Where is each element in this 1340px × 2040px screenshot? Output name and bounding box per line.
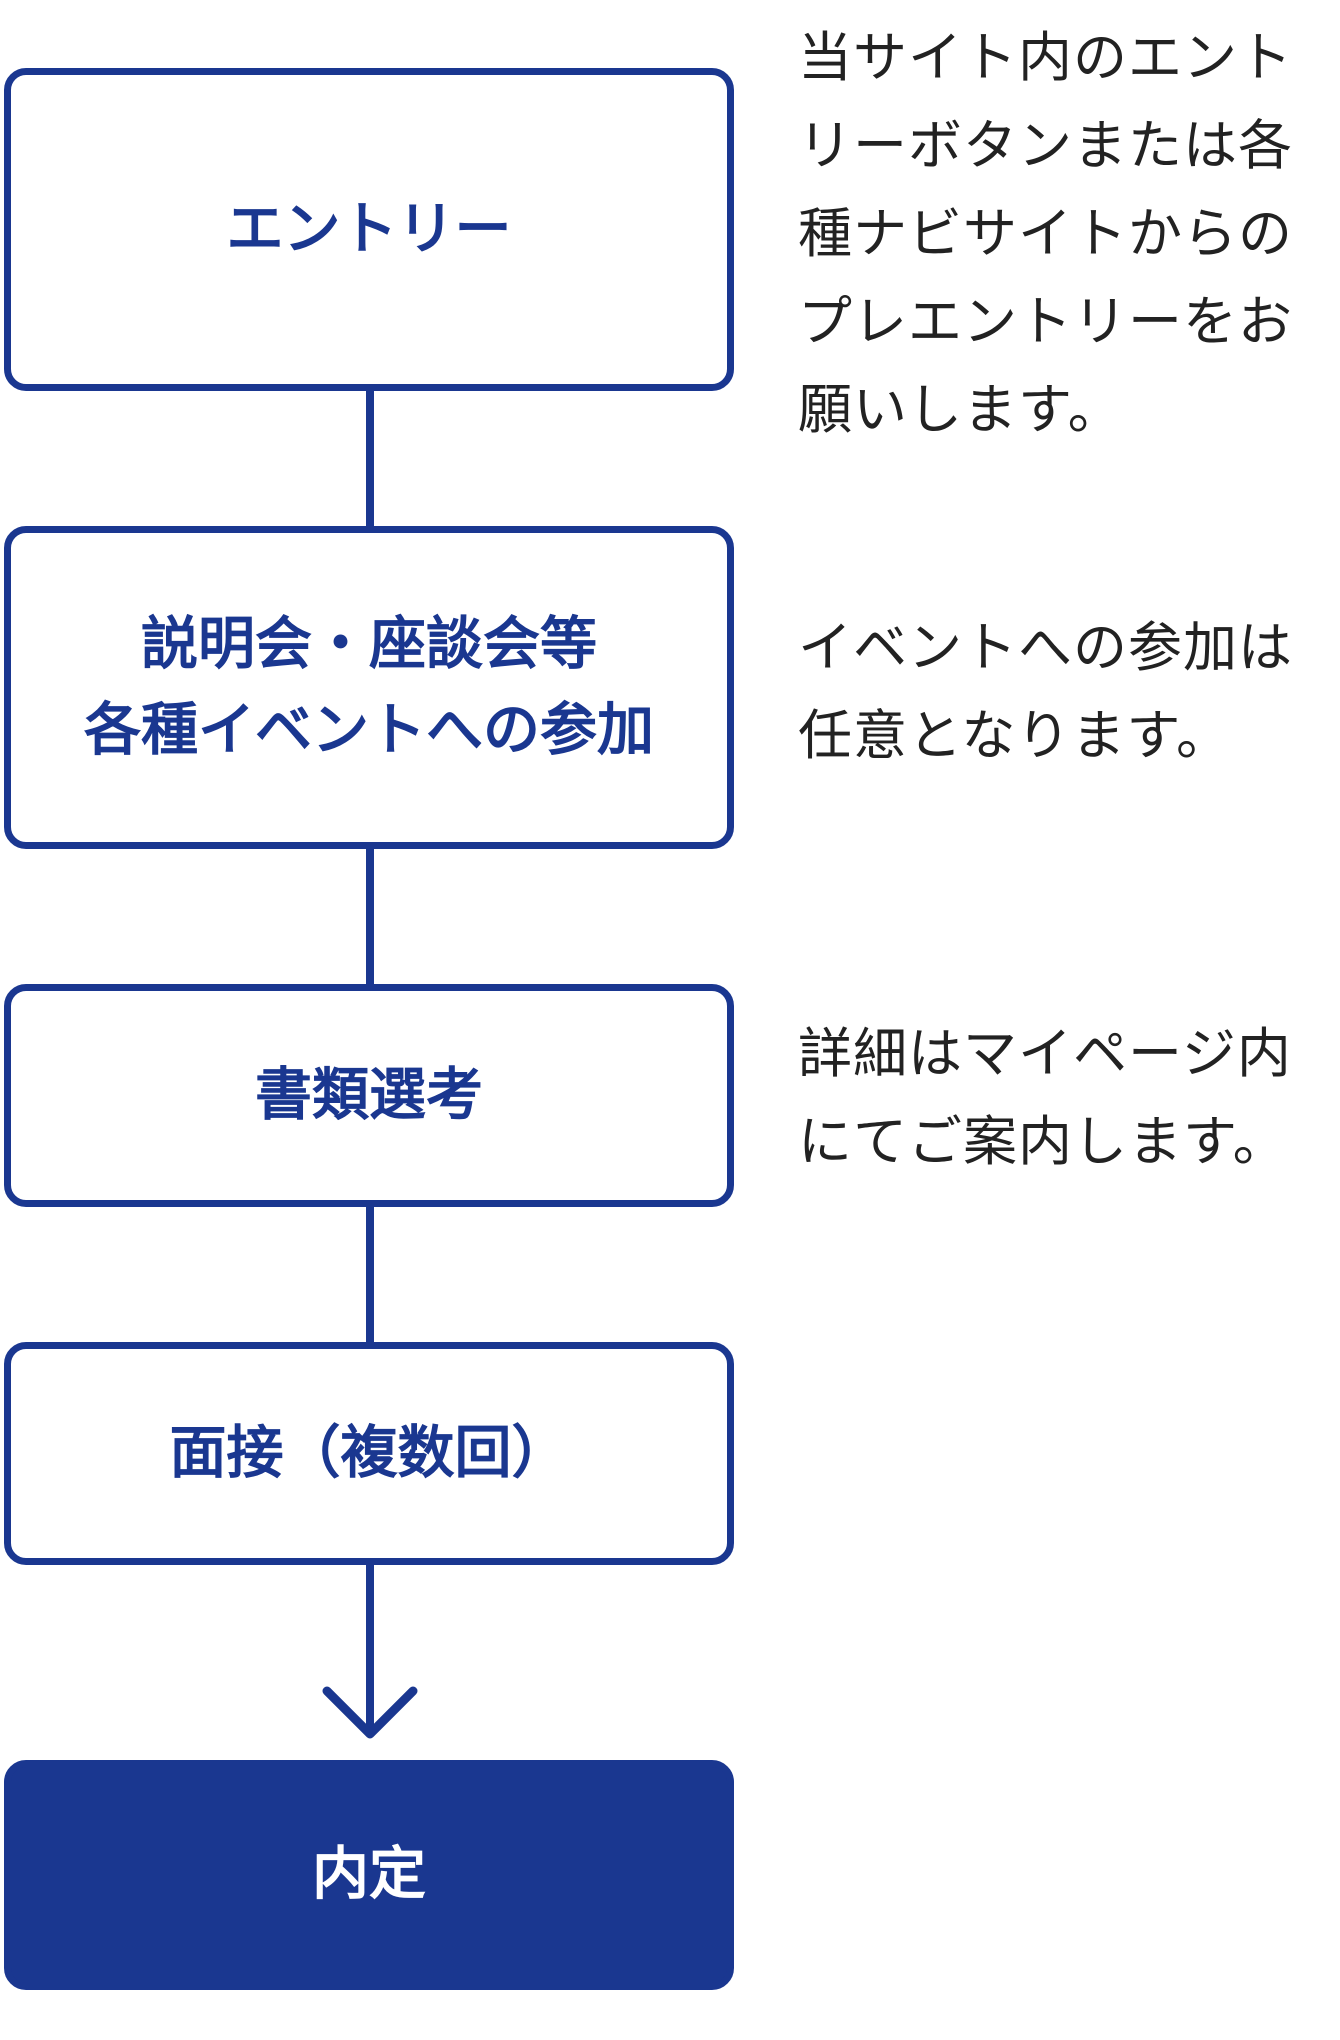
step-entry-description: 当サイト内のエントリーボタンまたは各種ナビサイトからのプレエントリーをお願いしま… <box>798 26 1293 441</box>
flow-connector <box>366 391 374 526</box>
step-events-description: イベントへの参加は任意となります。 <box>798 616 1293 767</box>
step-entry-label: エントリー <box>226 195 512 262</box>
step-document-screening-label: 書類選考 <box>255 1061 483 1128</box>
flow-connector <box>366 1207 374 1342</box>
step-entry: エントリー <box>4 68 734 391</box>
step-job-offer: 内定 <box>4 1760 734 1990</box>
flow-connector <box>366 1565 374 1735</box>
step-interview-label: 面接（複数回） <box>169 1419 569 1486</box>
step-job-offer-label: 内定 <box>312 1841 426 1908</box>
step-document-screening: 書類選考 <box>4 984 734 1207</box>
chevron-down-arrow-icon <box>322 1686 418 1739</box>
step-events-label: 説明会・座談会等 各種イベントへの参加 <box>84 611 654 763</box>
step-events: 説明会・座談会等 各種イベントへの参加 <box>4 526 734 849</box>
step-interview: 面接（複数回） <box>4 1342 734 1565</box>
step-document-screening-description: 詳細はマイページ内にてご案内します。 <box>798 1022 1292 1173</box>
flow-connector <box>366 849 374 984</box>
